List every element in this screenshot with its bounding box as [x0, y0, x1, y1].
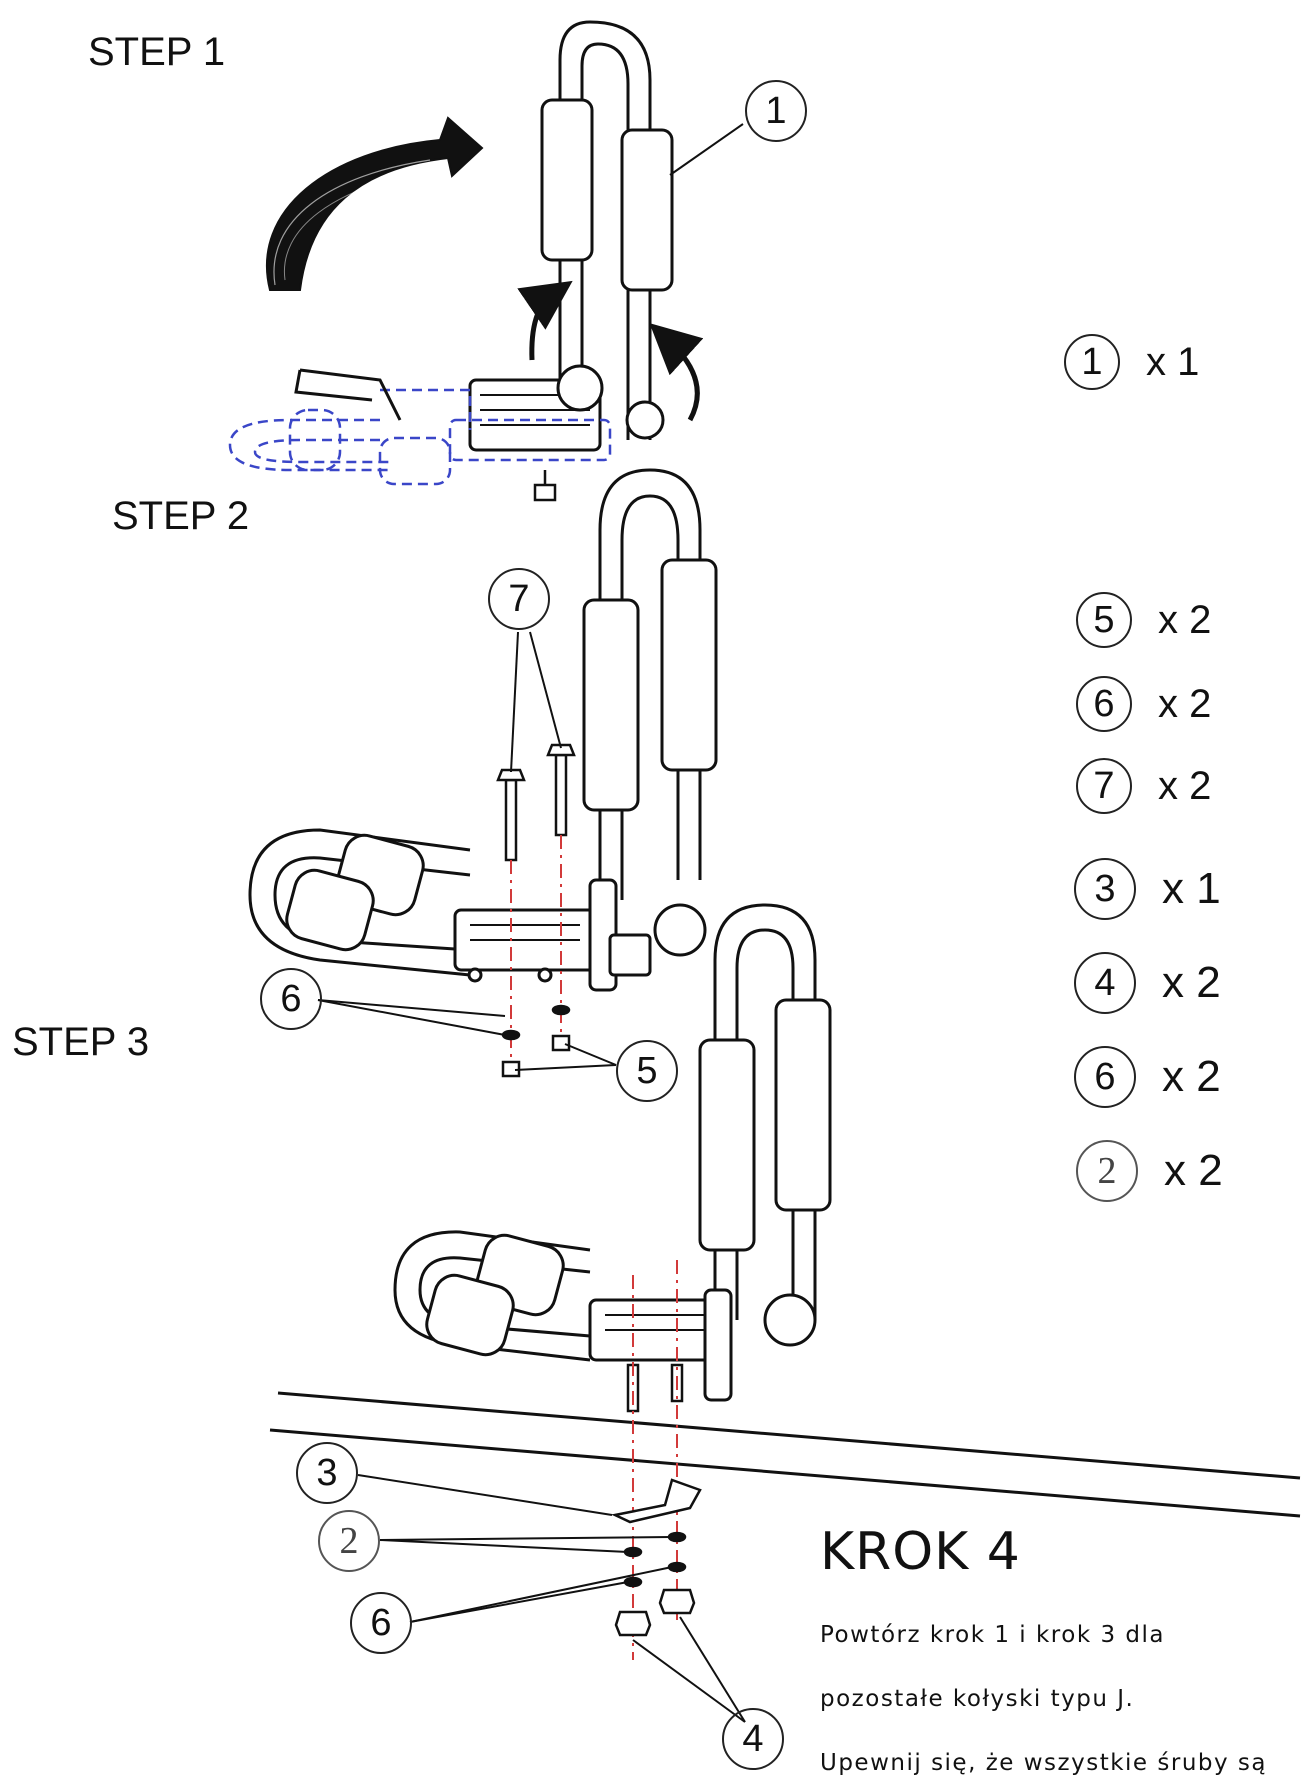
callout-3-number: 3: [316, 1451, 338, 1494]
step3-hardware: [611, 1478, 702, 1637]
step-2-label: STEP 2: [112, 494, 250, 538]
krok-4-title: KROK 4: [820, 1522, 1021, 1582]
parts-row-6: 6 x 2: [1076, 676, 1211, 732]
rotation-arrow-icon: [265, 116, 484, 291]
parts-row-5: 5 x 2: [1076, 592, 1211, 648]
roof-bar: [269, 1391, 1301, 1518]
part-number-badge: 2: [1076, 1140, 1138, 1202]
callout-2: 2: [318, 1510, 380, 1572]
callout-3: 3: [296, 1442, 358, 1504]
part-number: 7: [1093, 764, 1115, 807]
part-number-badge: 4: [1074, 952, 1136, 1014]
callout-2-number: 2: [339, 1520, 359, 1562]
part-number-badge: 5: [1076, 592, 1132, 648]
part-quantity: x 2: [1158, 763, 1212, 808]
callout-7-number: 7: [508, 577, 530, 620]
part-quantity: x 2: [1162, 1052, 1221, 1101]
callout-5-number: 5: [636, 1049, 658, 1092]
part-number: 6: [1093, 682, 1115, 725]
step2-hardware: [501, 1004, 571, 1078]
part-quantity: x 2: [1158, 681, 1212, 726]
part-number-badge: 6: [1074, 1046, 1136, 1108]
part-number-badge: 6: [1076, 676, 1132, 732]
parts-row-1: 1 x 1: [1064, 334, 1199, 390]
callout-1: 1: [745, 80, 807, 142]
callout-4-number: 4: [742, 1717, 764, 1760]
callout-6-step2-number: 6: [280, 977, 302, 1020]
callout-7: 7: [488, 568, 550, 630]
parts-row-6b: 6 x 2: [1074, 1046, 1221, 1108]
parts-row-7: 7 x 2: [1076, 758, 1211, 814]
step3-j-cradle: [393, 903, 832, 1402]
part-quantity: x 1: [1146, 339, 1200, 384]
step1-j-cradle: [468, 20, 704, 502]
parts-row-4: 4 x 2: [1074, 952, 1221, 1014]
step3-centerlines: [632, 1260, 678, 1660]
part-number: 5: [1093, 598, 1115, 641]
leader-line-1: [669, 123, 744, 176]
part-quantity: x 1: [1162, 864, 1221, 913]
krok-4-line-3: Upewnij się, że wszystkie śruby są: [820, 1750, 1268, 1776]
step1-bracket: [294, 368, 402, 421]
part-number-badge: 1: [1064, 334, 1120, 390]
callout-6-step3: 6: [350, 1592, 412, 1654]
callout-1-number: 1: [765, 89, 787, 132]
step3-leaders: [357, 1474, 746, 1723]
part-quantity: x 2: [1158, 597, 1212, 642]
part-number: 3: [1094, 867, 1116, 910]
part-number: 4: [1094, 961, 1116, 1004]
step1-folded-outline: [228, 388, 612, 486]
step2-leaders: [317, 631, 617, 1071]
part-number: 2: [1097, 1150, 1117, 1192]
parts-row-2: 2 x 2: [1076, 1140, 1223, 1202]
step-3-label: STEP 3: [12, 1020, 150, 1064]
krok-4-line-2: pozostałe kołyski typu J.: [820, 1686, 1135, 1712]
part-quantity: x 2: [1164, 1146, 1223, 1195]
callout-4: 4: [722, 1708, 784, 1770]
bolt-7-pair: [496, 743, 576, 862]
parts-row-3: 3 x 1: [1074, 858, 1221, 920]
step3-bolts: [626, 1363, 684, 1413]
part-quantity: x 2: [1162, 958, 1221, 1007]
part-number: 1: [1081, 340, 1103, 383]
step-1-label: STEP 1: [88, 30, 226, 74]
part-number-badge: 3: [1074, 858, 1136, 920]
part-number-badge: 7: [1076, 758, 1132, 814]
step2-j-cradle: [248, 468, 718, 992]
callout-6-step3-number: 6: [370, 1601, 392, 1644]
krok-4-line-1: Powtórz krok 1 i krok 3 dla: [820, 1622, 1165, 1648]
callout-6-step2: 6: [260, 968, 322, 1030]
part-number: 6: [1094, 1055, 1116, 1098]
callout-5: 5: [616, 1040, 678, 1102]
